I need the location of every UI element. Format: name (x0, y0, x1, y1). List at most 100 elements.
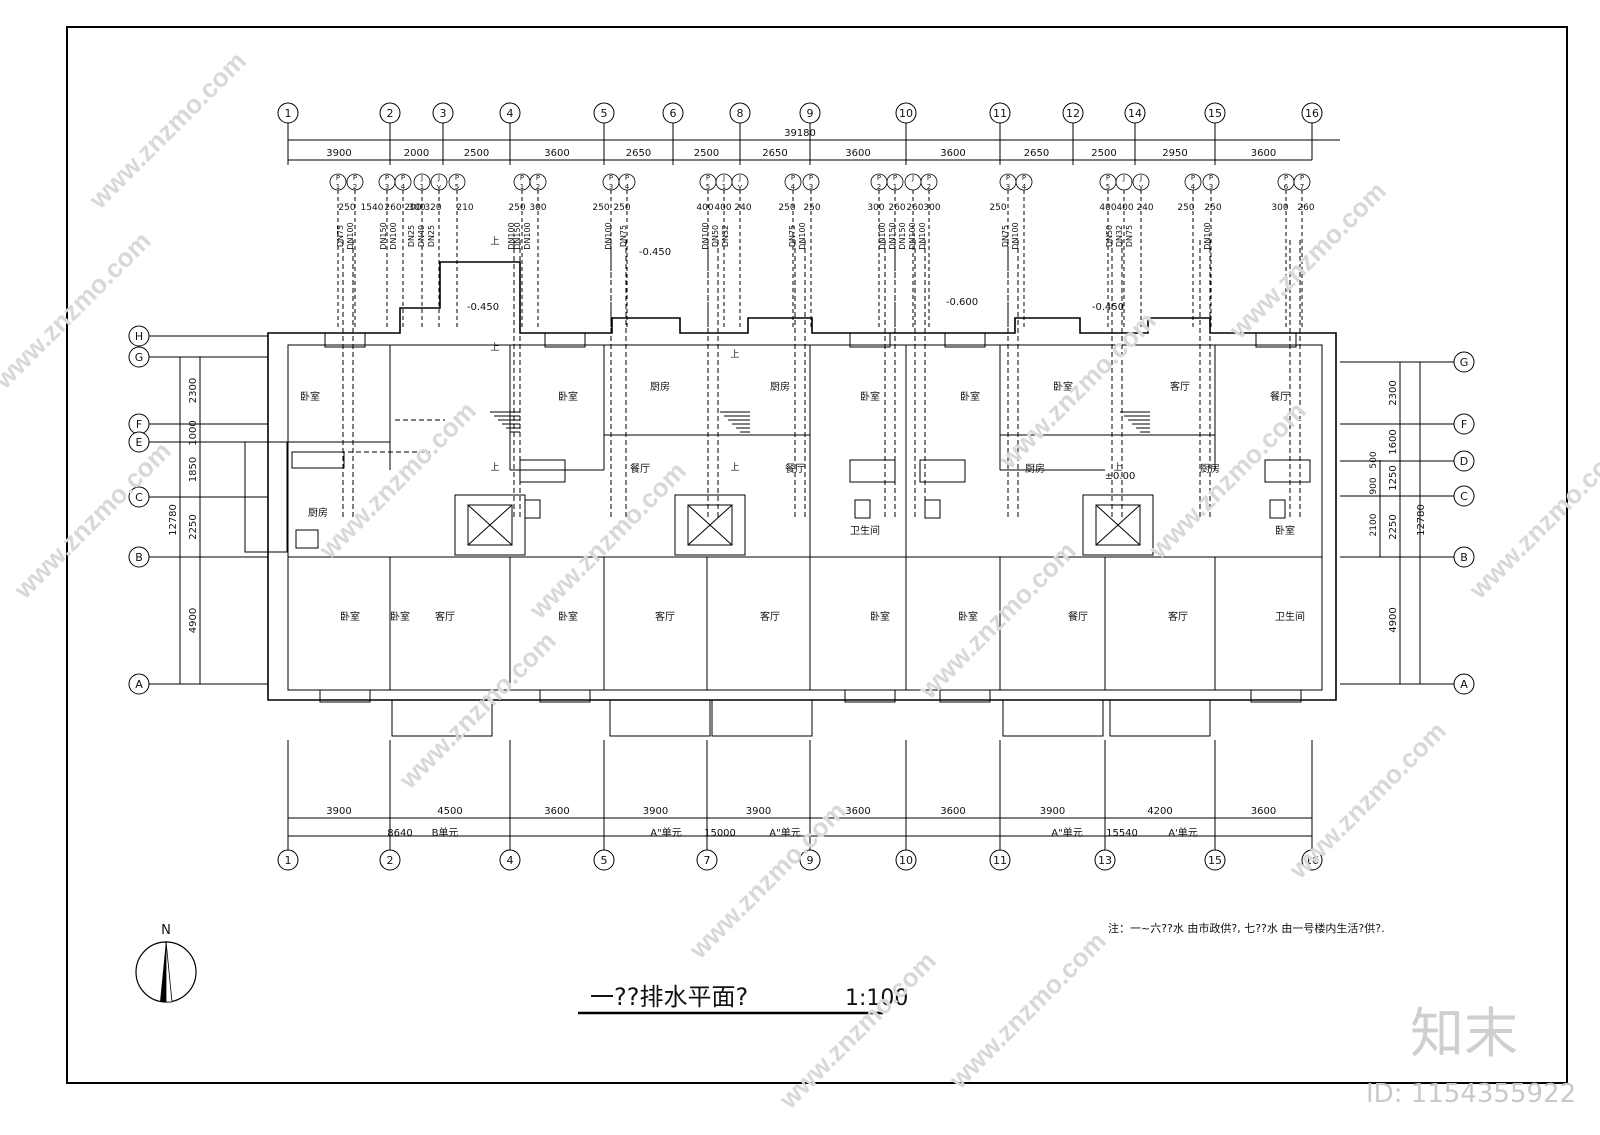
room-label: 厨房 (308, 506, 328, 519)
axis-bubble-bottom-text: 10 (899, 854, 913, 867)
pipe-tag (413, 173, 431, 191)
pipe-size: DN100 (346, 222, 355, 249)
axis-bubble-right (1453, 413, 1475, 435)
axis-bubble-right (1453, 351, 1475, 373)
stair-up-label: 上 (730, 349, 739, 360)
pipe-tag-num: 1 (722, 183, 726, 191)
dim-top: 2650 (762, 148, 787, 159)
axis-bubble-left-text: B (135, 551, 143, 564)
pipe-offset: 200 (404, 203, 421, 213)
pipe-tag-letter: P (401, 174, 405, 182)
axis-bubble-top-text: 5 (601, 107, 608, 120)
watermark-text: www.znzmo.com (1142, 396, 1311, 565)
pipe-size: DN40 (417, 225, 426, 247)
room-label: 厨房 (1025, 462, 1045, 475)
axis-bubble-bottom-text: 2 (387, 854, 394, 867)
watermark-text: www.znzmo.com (392, 626, 561, 795)
bathtub (849, 459, 896, 483)
pipe-size: DN100 (604, 222, 613, 249)
room-label: 卧室 (1053, 380, 1073, 393)
dim-top: 2500 (464, 148, 489, 159)
axis-bubble-top-text: 3 (440, 107, 447, 120)
pipe-tag-num: y (738, 183, 742, 191)
axis-bubble-left-text: F (136, 418, 142, 431)
pipe-tag (1132, 173, 1150, 191)
pipe-tag-letter: P (625, 174, 629, 182)
pipe-tag-num: 5 (1106, 183, 1110, 191)
pipe-tag-num: 3 (385, 183, 389, 191)
pipe-size: DN75 (336, 225, 345, 247)
dim-bottom2: A"单元 (650, 827, 681, 839)
axis-bubble-top (799, 102, 821, 124)
pipe-offset: 300 (529, 203, 546, 213)
axis-bubble-top (593, 102, 615, 124)
axis-bubble-top-text: 8 (737, 107, 744, 120)
pipe-tag-num: 4 (625, 183, 630, 191)
dim-right: 500 (1369, 451, 1379, 468)
drawing-scale: 1:100 (845, 986, 908, 1011)
elevator-car (1095, 504, 1141, 546)
axis-bubble-bottom-text: 1 (285, 854, 292, 867)
balcony (391, 699, 493, 737)
balcony (1109, 699, 1211, 737)
pipe-offset: 250 (989, 203, 1006, 213)
window-top (544, 332, 586, 348)
dim-top: 3600 (845, 148, 870, 159)
axis-bubble-left-text: E (136, 436, 143, 449)
dim-top: 3600 (544, 148, 569, 159)
watermark-text: www.znzmo.com (682, 796, 851, 965)
room-label: 餐厅 (785, 462, 805, 475)
watermark-text: www.znzmo.com (942, 926, 1111, 1095)
dim-bottom: 3900 (1040, 806, 1065, 817)
dim-bottom: 4500 (437, 806, 462, 817)
axis-bubble-right-text: D (1460, 455, 1468, 468)
axis-bubble-bottom-text: 9 (807, 854, 814, 867)
axis-bubble-bottom (696, 849, 718, 871)
pipe-offset: 260 (1297, 203, 1314, 213)
pipe-tag-letter: J (1139, 174, 1142, 182)
axis-bubble-right-text: A (1460, 678, 1468, 691)
dim-bottom: 3900 (746, 806, 771, 817)
dim-right: 2250 (1388, 514, 1399, 539)
pipe-tag (394, 173, 412, 191)
dim-left: 2300 (188, 378, 199, 403)
elevator-shaft (1082, 494, 1154, 556)
pipe-tag-letter: P (791, 174, 795, 182)
pipe-tag (886, 173, 904, 191)
axis-bubble-top-text: 4 (507, 107, 514, 120)
window-bottom (1250, 689, 1302, 703)
dim-left: 1850 (188, 457, 199, 482)
dim-bottom2: A'单元 (1168, 827, 1198, 839)
pipe-tag-letter: P (809, 174, 813, 182)
axis-bubble-top (1062, 102, 1084, 124)
pipe-tag (430, 173, 448, 191)
pipe-tag-num: 3 (809, 183, 813, 191)
pipe-tag-num: 4 (401, 183, 406, 191)
dim-bottom2: A"单元 (769, 827, 800, 839)
pipe-tag-letter: P (706, 174, 710, 182)
pipe-tag-letter: P (1022, 174, 1026, 182)
axis-bubble-right-text: G (1460, 356, 1469, 369)
pipe-size: DN50 (711, 225, 720, 247)
axis-bubble-right (1453, 450, 1475, 472)
drawing-title: 一??排水平面? (590, 983, 748, 1011)
pipe-offset: 240 (1136, 203, 1153, 213)
brand-logo: 知末 (1410, 1002, 1518, 1065)
axis-bubble-bottom-text: 4 (507, 854, 514, 867)
pipe-offset: 250 (1204, 203, 1221, 213)
room-label: 卧室 (340, 610, 360, 623)
axis-bubble-left-text: C (135, 491, 143, 504)
axis-bubble-left (128, 346, 150, 368)
axis-bubble-right (1453, 485, 1475, 507)
dim-bottom: 4200 (1147, 806, 1172, 817)
pipe-tag-num: 3 (1209, 183, 1213, 191)
pipe-size: DN75 (788, 225, 797, 247)
pipe-tag-letter: P (385, 174, 389, 182)
pipe-tag (618, 173, 636, 191)
dim-top: 2950 (1162, 148, 1187, 159)
room-label: 卧室 (300, 390, 320, 403)
pipe-offset: 260 (384, 203, 401, 213)
dim-right: 900 (1369, 477, 1379, 494)
axis-bubble-top (729, 102, 751, 124)
